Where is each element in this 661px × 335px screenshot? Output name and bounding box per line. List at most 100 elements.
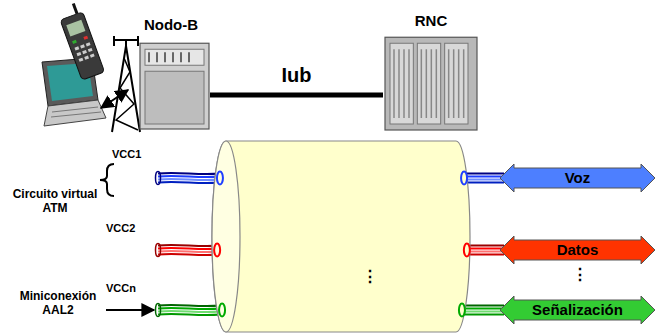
phone-icon bbox=[90, 54, 95, 58]
atm-link-cylinder-shape bbox=[461, 172, 467, 185]
vcc-cable-green bbox=[158, 311, 220, 312]
laptop-icon bbox=[52, 107, 98, 112]
edge-label: Iub bbox=[279, 64, 315, 87]
atm-link-cylinder-shape bbox=[212, 141, 470, 332]
antenna-tower bbox=[112, 36, 140, 132]
traffic-arrow-shape bbox=[500, 164, 655, 192]
vcc-cable-green bbox=[460, 304, 504, 306]
base-station-shape bbox=[148, 52, 150, 62]
base-station-shape bbox=[140, 43, 209, 129]
pointer-arrow bbox=[106, 309, 154, 311]
antenna-tower bbox=[112, 46, 140, 132]
phone-icon bbox=[77, 52, 82, 56]
rnc-cabinet-shape bbox=[426, 49, 428, 118]
ellipsis-mark: ⋮ bbox=[572, 266, 588, 284]
base-station-shape bbox=[145, 71, 204, 124]
phone-icon bbox=[83, 36, 88, 40]
rnc-cabinet-shape bbox=[453, 49, 455, 118]
rnc-cabinet-shape bbox=[393, 49, 395, 118]
rnc-cabinet-shape bbox=[448, 49, 450, 118]
atm-link-cylinder-shape bbox=[217, 172, 223, 185]
atm-link-cylinder-shape bbox=[464, 244, 470, 257]
antenna-tower bbox=[116, 58, 138, 130]
vcc-cable-red bbox=[158, 251, 220, 252]
rnc-cabinet-shape bbox=[403, 49, 405, 118]
base-station-shape bbox=[132, 16, 210, 130]
node-label: Datos bbox=[557, 241, 599, 258]
vcc-cable-green bbox=[460, 313, 504, 315]
phone-icon bbox=[74, 46, 79, 50]
atm-link-cylinder-shape bbox=[212, 141, 240, 332]
rnc-cabinet-shape bbox=[390, 43, 413, 124]
rnc-cabinet-shape bbox=[417, 43, 440, 124]
node-label: Nodo-B bbox=[132, 16, 210, 33]
traffic-arrow-shape bbox=[500, 236, 655, 264]
base-station-shape bbox=[172, 52, 174, 62]
vcc-cable-blue bbox=[158, 173, 220, 174]
vcc-cable-blue bbox=[158, 179, 220, 180]
vcc-cable-red bbox=[156, 244, 161, 257]
node-label: Voz bbox=[565, 169, 591, 186]
vcc-cable-green bbox=[158, 308, 220, 309]
base-station-shape bbox=[180, 52, 182, 62]
vcc-cable-green bbox=[158, 305, 220, 306]
traffic-arrow: Voz bbox=[500, 164, 655, 192]
vcc-cable-red bbox=[158, 254, 220, 255]
traffic-arrow: Datos bbox=[500, 236, 655, 264]
vcc-cable-blue bbox=[158, 176, 220, 177]
rnc-cabinet-shape bbox=[458, 49, 460, 118]
laptop-icon bbox=[51, 112, 101, 117]
traffic-arrow: Señalización bbox=[500, 296, 655, 324]
phone-icon bbox=[82, 50, 87, 54]
phone-icon bbox=[60, 12, 104, 80]
phone-icon bbox=[88, 48, 93, 52]
node-label: RNC bbox=[383, 12, 479, 29]
callout-text: Circuito virtual ATM bbox=[10, 188, 100, 216]
callout-text: Miniconexión AAL2 bbox=[14, 290, 102, 318]
rnc-cabinet-shape bbox=[421, 49, 423, 118]
antenna-tower bbox=[137, 36, 139, 46]
phone-icon bbox=[86, 42, 91, 46]
vcc-cable-blue bbox=[158, 182, 220, 183]
rnc-cabinet: RNC bbox=[383, 12, 479, 132]
base-station-shape bbox=[164, 52, 166, 62]
atm-link-cylinder-shape bbox=[219, 304, 225, 317]
vcc-cable-red bbox=[158, 248, 220, 249]
antenna-tower bbox=[113, 36, 115, 46]
vcc-cable-blue bbox=[156, 172, 221, 185]
rnc-cabinet-shape bbox=[385, 37, 477, 130]
vcc-cable-blue bbox=[156, 172, 161, 185]
laptop-icon bbox=[44, 100, 106, 126]
base-station-shape bbox=[145, 49, 204, 65]
base-station-shape bbox=[188, 52, 190, 62]
atm-link-cylinder: ⋮ bbox=[212, 140, 470, 333]
vcc-cable-red bbox=[158, 245, 220, 246]
vcc-cable-green bbox=[460, 310, 504, 312]
vcc-cable-green bbox=[158, 314, 220, 315]
base-station-shape bbox=[156, 52, 158, 62]
base-station: Nodo-B bbox=[132, 16, 210, 130]
vcc-label: VCC1 bbox=[112, 148, 141, 161]
phone-icon bbox=[80, 44, 85, 48]
phone-icon bbox=[56, 1, 104, 80]
atm-link-cylinder-shape bbox=[212, 140, 470, 333]
rnc-cabinet-shape bbox=[398, 49, 400, 118]
phone-icon bbox=[84, 56, 89, 60]
rnc-cabinet-shape bbox=[436, 49, 438, 118]
rnc-cabinet-shape bbox=[463, 49, 465, 118]
atm-link-cylinder-shape bbox=[459, 304, 465, 317]
phone-icon bbox=[72, 40, 77, 44]
rnc-cabinet-shape bbox=[383, 12, 479, 132]
antenna-tower bbox=[125, 40, 127, 46]
phone-icon bbox=[66, 20, 85, 37]
brace bbox=[100, 164, 114, 196]
vcc-label: VCC2 bbox=[106, 222, 135, 235]
vcc-cable-green bbox=[156, 304, 161, 317]
node-label: Señalización bbox=[532, 301, 623, 318]
vcc-cable-green bbox=[460, 306, 504, 315]
rnc-cabinet-shape bbox=[445, 43, 468, 124]
vcc-label: VCCn bbox=[106, 282, 136, 295]
rnc-cabinet-shape bbox=[408, 49, 410, 118]
vcc-cable-green bbox=[460, 307, 504, 309]
